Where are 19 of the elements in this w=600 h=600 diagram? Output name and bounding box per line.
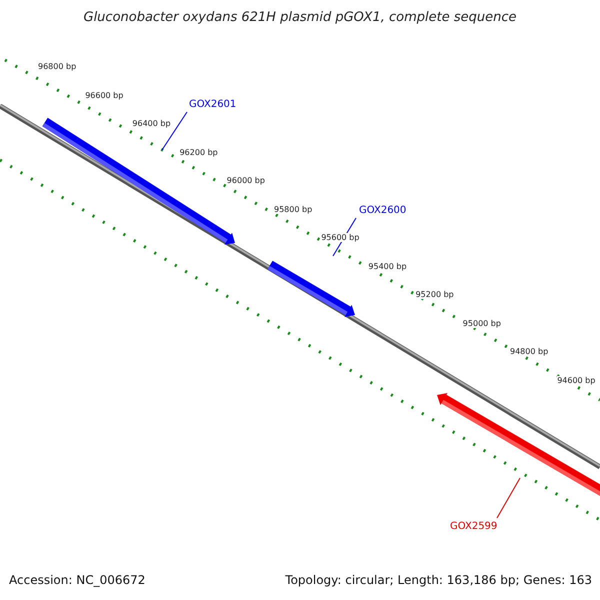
scale-label: 96000 bp xyxy=(226,176,265,185)
gene-label: GOX2601 xyxy=(189,99,236,110)
gene-label: GOX2599 xyxy=(450,521,498,532)
leader-line xyxy=(162,112,188,150)
scale-label: 95400 bp xyxy=(368,262,407,270)
sequence-summary: Topology: circular; Length: 163,186 bp; Genes: 163 xyxy=(285,573,592,587)
gene-arrow xyxy=(437,392,600,498)
scale-label: 94800 bp xyxy=(510,347,548,356)
diagram-title: Gluconobacter oxydans 621H plasmid pGOX1, complete sequence xyxy=(82,10,518,25)
scale-label: 96400 bp xyxy=(132,119,171,128)
gene-label: GOX2600 xyxy=(359,205,406,216)
accession-text: Accession: NC_006672 xyxy=(9,573,146,587)
scale-label: 95200 bp xyxy=(416,290,454,299)
scale-label: 95000 bp xyxy=(462,318,501,328)
scale-label: 96800 bp xyxy=(38,62,76,71)
scale-label: 96200 bp xyxy=(180,148,218,156)
scale-label: 95800 bp xyxy=(274,204,312,214)
gene-arrow xyxy=(267,260,355,317)
leader-line xyxy=(496,478,520,518)
